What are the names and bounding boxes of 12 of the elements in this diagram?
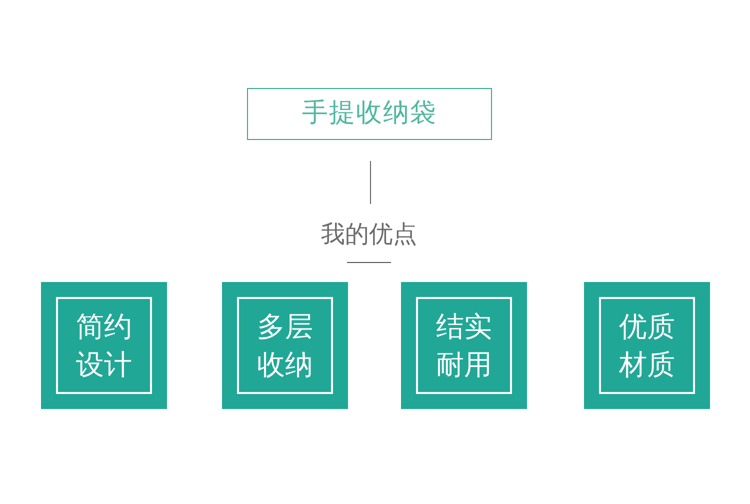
feature-tile xyxy=(222,282,348,409)
title-box xyxy=(247,88,492,140)
feature-tile xyxy=(41,282,167,409)
feature-tile xyxy=(401,282,527,409)
feature-tile xyxy=(584,282,710,409)
title-text: 手提收纳袋 xyxy=(302,98,437,130)
feature-text: 多层收纳 xyxy=(256,308,314,382)
feature-text: 优质材质 xyxy=(618,308,676,382)
subheading-text: 我的优点 xyxy=(321,219,417,250)
feature-text: 结实耐用 xyxy=(434,308,493,382)
feature-text: 简约设计 xyxy=(74,308,133,382)
connector-line xyxy=(370,160,371,204)
